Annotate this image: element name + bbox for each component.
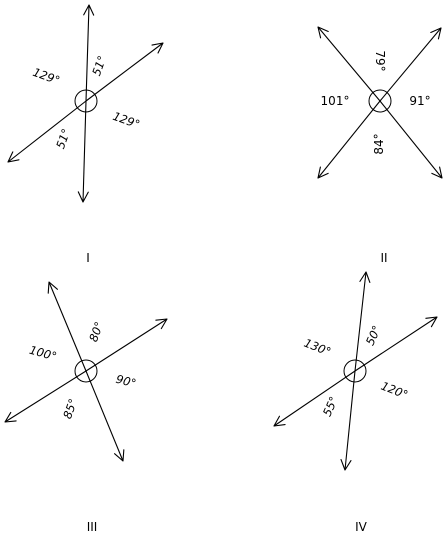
diagram-4-line-shallow-lower [273, 370, 356, 427]
diagram-3: 100° 80° 85° 90° III [4, 281, 168, 534]
diagram-3-angle-right: 90° [114, 372, 137, 391]
diagram-3-line-steep-lower [85, 370, 125, 462]
diagram-3-angle-left: 100° [28, 343, 58, 364]
diagram-4-angle-left: 130° [302, 336, 333, 359]
diagram-2-line-b [379, 27, 442, 102]
diagram-4-angle-bottom: 55° [320, 394, 341, 418]
diagram-2: 79° 101° 91° 84° II [317, 26, 443, 265]
diagram-3-angle-top: 80° [86, 320, 106, 344]
diagram-2-label: II [380, 251, 387, 265]
diagram-2-line-a-lower [379, 100, 443, 179]
diagram-3-line-shallow-lower [4, 370, 87, 423]
diagram-1-angle-top: 51° [89, 54, 109, 78]
diagram-4-angle-right: 120° [379, 379, 410, 402]
diagram-4-line-steep [354, 271, 371, 372]
diagram-1: 129° 51° 51° 129° I [7, 4, 164, 265]
diagram-2-line-a [317, 26, 381, 102]
diagram-1-line-near-vertical [83, 4, 95, 102]
diagram-4-vertex-circle [343, 359, 367, 383]
diagram-2-vertex-circle [368, 89, 392, 113]
diagram-1-angle-left: 129° [31, 65, 62, 88]
diagram-4-line-steep-lower [340, 370, 356, 471]
diagram-4-line-shallow [354, 316, 438, 372]
diagram-2-angle-top: 79° [373, 50, 387, 71]
diagram-4-angle-top: 50° [363, 323, 384, 347]
diagram-1-label: I [86, 251, 90, 265]
diagram-1-angle-right: 129° [111, 109, 142, 132]
diagram-2-line-b-lower [317, 100, 381, 179]
diagram-1-line-near-vertical-lower [77, 100, 89, 203]
diagram-3-label: III [87, 520, 98, 534]
diagram-1-line-diagonal [85, 42, 164, 102]
diagram-1-vertex-circle [74, 89, 98, 113]
diagram-4-label: IV [355, 520, 368, 534]
diagram-3-line-shallow [85, 318, 168, 372]
diagram-1-angle-bottom: 51° [53, 127, 73, 151]
diagram-2-angle-right: 91° [409, 94, 430, 108]
diagram-3-angle-bottom: 85° [60, 397, 80, 421]
diagram-2-angle-left: 101° [321, 94, 350, 108]
diagram-1-line-diagonal-lower [7, 100, 87, 163]
diagram-3-vertex-circle [74, 359, 98, 383]
diagram-4: 130° 50° 55° 120° IV [273, 271, 438, 534]
diagram-2-angle-bottom: 84° [372, 133, 386, 154]
diagram-3-line-steep [47, 281, 87, 372]
